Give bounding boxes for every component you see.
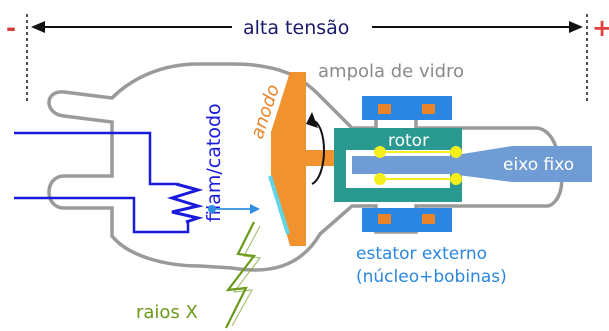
filament-cathode-label: filam/catodo xyxy=(203,103,225,222)
stator-top xyxy=(362,96,452,120)
cathode-lower-lead xyxy=(14,196,190,234)
electron-beam-arrow-head xyxy=(250,204,260,214)
xray-bolt-shadow xyxy=(231,225,262,327)
minus-sign-label: - xyxy=(6,14,16,42)
bearing-ball xyxy=(374,146,386,158)
external-stator: estator externo (núcleo+bobinas) xyxy=(356,96,507,287)
rotor-label: rotor xyxy=(388,131,429,151)
bearings xyxy=(374,146,462,185)
stator-top-coil xyxy=(422,104,435,114)
stator-bottom xyxy=(362,208,452,232)
voltage-arrow-left-head xyxy=(31,21,45,33)
filament-coil xyxy=(166,182,204,224)
stator-label-line2: (núcleo+bobinas) xyxy=(356,267,507,287)
cathode-upper-lead xyxy=(14,131,176,186)
high-voltage-label: alta tensão xyxy=(243,17,349,39)
fixed-axis: eixo fixo xyxy=(352,146,592,182)
anode-disk xyxy=(271,72,352,246)
anode-target-face xyxy=(268,175,290,235)
stator-bottom-coil xyxy=(422,214,435,224)
high-voltage-indicator: - + alta tensão xyxy=(6,14,609,104)
stator-bottom-coil xyxy=(378,214,391,224)
glass-bulb-outline xyxy=(47,62,564,272)
stator-top-coil xyxy=(378,104,391,114)
rotation-arrow-head xyxy=(306,112,318,128)
xray-label: raios X xyxy=(136,302,198,323)
bearing-ball xyxy=(450,146,462,158)
voltage-arrow-right-head xyxy=(569,21,583,33)
plus-sign-label: + xyxy=(592,14,609,42)
bearing-ball xyxy=(374,173,386,185)
glass-bulb: ampola de vidro xyxy=(47,61,564,272)
rotation-arrow xyxy=(311,119,325,185)
xray-emission: raios X xyxy=(136,221,262,329)
bearing-ball xyxy=(450,173,462,185)
stator-label-line1: estator externo xyxy=(356,244,487,264)
xray-bolt xyxy=(225,221,257,329)
glass-bulb-label: ampola de vidro xyxy=(318,61,464,82)
cathode-assembly: filam/catodo xyxy=(14,103,225,234)
electron-beam xyxy=(208,204,260,214)
fixed-axis-label: eixo fixo xyxy=(503,155,574,175)
fixed-axis-shaft xyxy=(352,146,592,182)
